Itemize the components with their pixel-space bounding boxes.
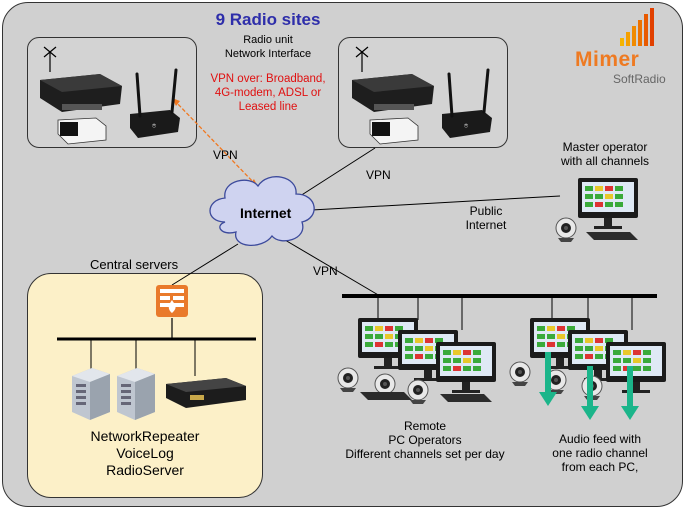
diagram-title: 9 Radio sites bbox=[215, 10, 321, 29]
master-keyboard-icon bbox=[586, 232, 638, 240]
vpn-note: VPN over: Broadband, 4G-modem, ADSL or L… bbox=[196, 72, 340, 114]
master-line1: Master operator bbox=[562, 140, 648, 154]
public-line1: Public bbox=[469, 204, 503, 218]
master-monitor-icon bbox=[578, 178, 638, 229]
webcam-icon bbox=[509, 361, 531, 387]
remote-line1: Remote bbox=[403, 419, 447, 433]
vpn-orange-label: VPN bbox=[213, 148, 238, 162]
vpn-site-label: VPN bbox=[366, 168, 391, 182]
logo-name: Mimer bbox=[575, 48, 640, 71]
radio-unit-line2: Network Interface bbox=[224, 48, 312, 60]
radio-site-equipment-left bbox=[38, 45, 182, 146]
link-internet-operators bbox=[284, 239, 381, 297]
logo-subtitle: SoftRadio bbox=[613, 72, 666, 86]
keyboard-icon bbox=[440, 394, 492, 402]
audio-line1: Audio feed with bbox=[558, 432, 642, 446]
webcam-icon bbox=[555, 217, 577, 243]
logo-signal-icon bbox=[620, 8, 654, 46]
vpn-note-line3: Leased line bbox=[238, 101, 298, 113]
vpn-note-line1: VPN over: Broadband, bbox=[210, 73, 326, 85]
public-line2: Internet bbox=[465, 218, 507, 232]
public-internet-label: Public Internet bbox=[458, 204, 514, 232]
webcam-icon bbox=[337, 367, 359, 393]
remote-line2: PC Operators bbox=[388, 433, 462, 447]
vpn-note-line2: 4G-modem, ADSL or bbox=[214, 87, 322, 99]
radio-site-equipment-right bbox=[350, 45, 494, 146]
server-name-2: VoiceLog bbox=[116, 445, 174, 461]
link-internet-servers bbox=[171, 243, 239, 286]
remote-line3: Different channels set per day bbox=[345, 447, 505, 461]
server-tower-icon bbox=[72, 368, 110, 420]
remote-operators-label: Remote PC Operators Different channels s… bbox=[330, 419, 520, 461]
vpn-link-orange bbox=[173, 99, 257, 186]
server-names: NetworkRepeater VoiceLog RadioServer bbox=[60, 428, 230, 479]
firewall-icon bbox=[156, 285, 188, 317]
radio-unit-line1: Radio unit bbox=[243, 34, 293, 46]
server-tower-icon bbox=[117, 368, 155, 420]
internet-label: Internet bbox=[240, 205, 292, 221]
server-name-1: NetworkRepeater bbox=[90, 428, 200, 444]
central-servers-label: Central servers bbox=[90, 257, 179, 272]
audio-feed-label: Audio feed with one radio channel from e… bbox=[530, 432, 670, 474]
internet-cloud-icon bbox=[209, 176, 315, 246]
master-line2: with all channels bbox=[560, 154, 650, 168]
master-operator-label: Master operator with all channels bbox=[545, 140, 665, 168]
server-name-3: RadioServer bbox=[106, 462, 184, 478]
vpn-bus-label: VPN bbox=[313, 264, 338, 278]
rack-server-icon bbox=[166, 378, 246, 408]
monitor-icon bbox=[606, 342, 666, 393]
audio-line2: one radio channel bbox=[552, 446, 648, 460]
audio-line3: from each PC, bbox=[561, 460, 639, 474]
monitor-icon bbox=[436, 342, 496, 393]
link-internet-master bbox=[311, 195, 561, 211]
keyboard-icon bbox=[360, 392, 412, 400]
radio-unit-caption: Radio unit Network Interface bbox=[198, 33, 338, 61]
webcam-icon bbox=[407, 379, 429, 405]
